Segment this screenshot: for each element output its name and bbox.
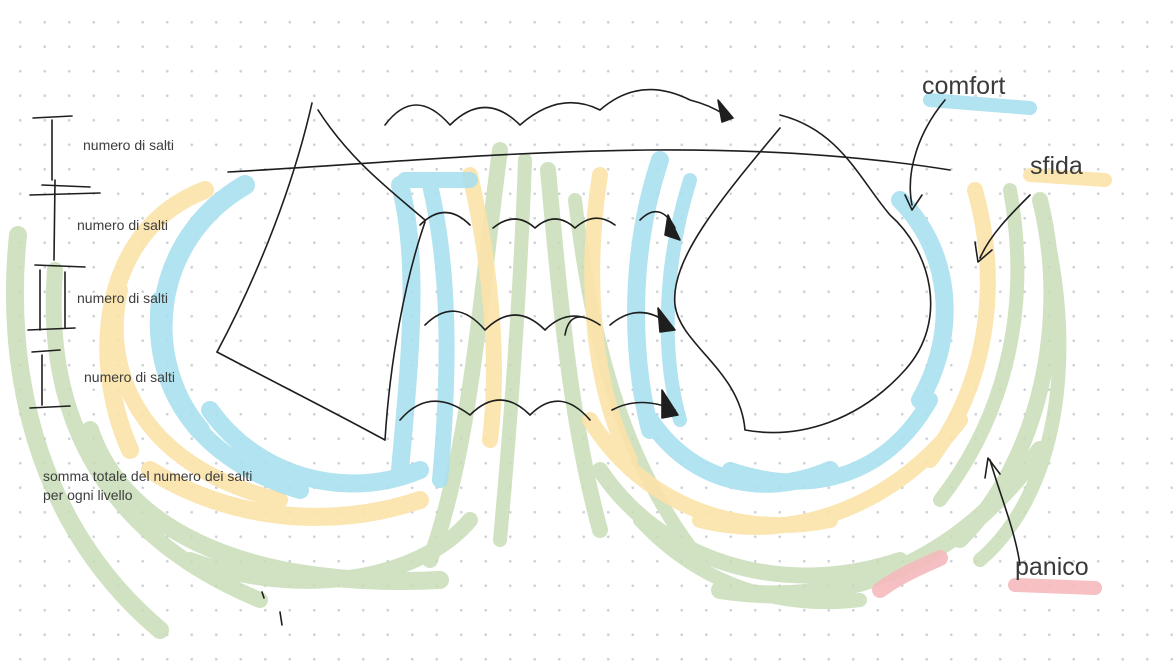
level-jump-count-label-1: numero di salti [83,137,174,153]
level-jump-count-label-2: numero di salti [77,217,168,233]
level-jump-count-label-4: numero di salti [84,369,175,385]
total-jumps-note: somma totale del numero dei salti per og… [43,467,253,505]
panic-zone-label: panico [1015,553,1089,582]
comfort-zone-label: comfort [922,72,1005,101]
level-jump-count-label-3: numero di salti [77,290,168,306]
challenge-zone-label: sfida [1030,152,1083,181]
